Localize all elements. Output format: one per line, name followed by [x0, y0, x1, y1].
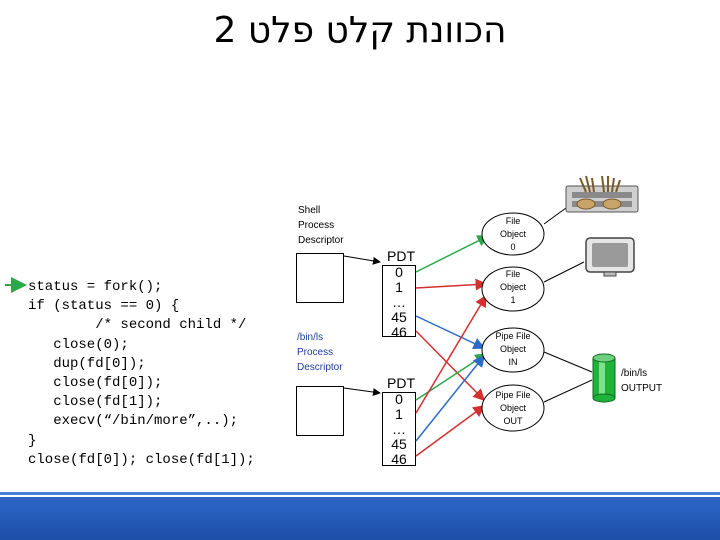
code-line: }	[28, 432, 37, 449]
shell-to-pdt1-arrow	[343, 255, 381, 265]
keyboard-icon	[565, 175, 639, 213]
code-line: if (status == 0) {	[28, 298, 180, 315]
output-label: /bin/ls OUTPUT	[621, 368, 663, 394]
pdt-row: 0	[395, 264, 403, 280]
code-line: execv(“/bin/more”,..);	[28, 413, 239, 430]
pdt1-row45-arrow	[415, 315, 486, 349]
pdt-row: 0	[395, 391, 403, 407]
pdt2-rows: 0 1 … 45 46	[382, 392, 416, 467]
pdt1-table	[382, 265, 416, 337]
code-line: dup(fd[0]);	[28, 355, 146, 372]
code-block: status = fork(); if (status == 0) { /* s…	[28, 278, 255, 470]
file-object-1-label: File Object 1	[499, 269, 526, 305]
code-line: close(fd[1]);	[28, 394, 163, 411]
pdt1-row46-arrow	[415, 330, 486, 402]
pdt-row: 1	[395, 279, 403, 295]
code-line: status = fork();	[28, 279, 163, 295]
footer-bar	[0, 497, 720, 540]
footer-line	[0, 492, 720, 495]
pipeout-to-pipe-line	[543, 379, 593, 403]
shell-descriptor-label: Shell Process Descriptor	[298, 205, 344, 246]
pdt1-row0-arrow	[415, 235, 490, 273]
pdt-row: …	[392, 294, 406, 310]
pipe-icon	[592, 353, 616, 403]
pipein-to-pipe-line	[543, 351, 593, 373]
code-line: close(fd[0]); close(fd[1]);	[28, 451, 255, 468]
pdt2-row45-arrow	[415, 354, 485, 442]
pipe-out-ellipse	[481, 384, 545, 432]
pdt-row: …	[392, 421, 406, 437]
shell-descriptor-box	[296, 253, 344, 303]
fo0-to-keyboard-line	[543, 207, 567, 225]
pdt2-row46-arrow	[415, 405, 486, 457]
pipe-in-ellipse	[481, 327, 545, 373]
pipe-in-label: Pipe File Object IN	[495, 331, 531, 367]
code-line: /* second child */	[28, 317, 247, 334]
pdt-row: 45	[391, 436, 407, 452]
pdt2-row0-arrow	[415, 353, 488, 401]
page-title: הכוונת קלט פלט 2	[213, 10, 507, 51]
fo1-to-monitor-line	[543, 261, 585, 283]
pipe-out-label: Pipe File Object OUT	[495, 390, 531, 426]
pdt-row: 46	[391, 324, 407, 340]
ls-descriptor-box	[296, 386, 344, 436]
file-object-0-label: File Object 0	[499, 216, 526, 252]
pdt1-row1-arrow	[415, 278, 488, 291]
file-object-0-ellipse	[481, 212, 545, 256]
pdt-row: 45	[391, 309, 407, 325]
file-object-1-ellipse	[481, 266, 545, 312]
code-line: close(fd[0]);	[28, 375, 163, 392]
pdt2-head: PDT	[387, 375, 415, 391]
pdt2-table	[382, 392, 416, 466]
pdt2-row1-arrow	[415, 294, 487, 414]
pdt-row: 46	[391, 451, 407, 467]
ls-to-pdt2-arrow	[343, 387, 381, 396]
pdt1-head: PDT	[387, 248, 415, 264]
ls-descriptor-label: /bin/ls Process Descriptor	[297, 332, 343, 373]
pdt-row: 1	[395, 406, 403, 422]
monitor-icon	[585, 237, 635, 277]
pdt1-rows: 0 1 … 45 46	[382, 265, 416, 340]
code-line: close(0);	[28, 336, 129, 353]
